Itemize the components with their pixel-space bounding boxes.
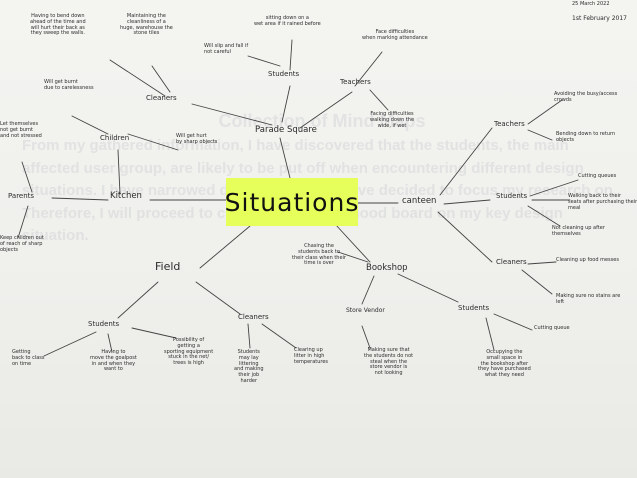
node-canteen: canteen xyxy=(402,196,437,206)
node-store-vendor: Store Vendor xyxy=(346,307,385,314)
note-students-walking-back: Walking back to their seats after purcha… xyxy=(568,193,637,211)
node-cleaners-field: Cleaners xyxy=(238,313,269,321)
note-children-hurt: Will get hurt by sharp objects xyxy=(176,133,218,145)
node-teachers-top: Teachers xyxy=(340,78,371,86)
node-children: Children xyxy=(100,134,130,142)
note-teachers-walking: Facing difficulties walking down the wid… xyxy=(370,111,415,129)
note-field-litter-heat: Clearing up litter in high temperatures xyxy=(294,347,329,365)
node-bookshop: Bookshop xyxy=(366,263,408,273)
note-children-burnt: Will get burnt due to carelessness xyxy=(44,79,94,91)
note-bookshop-cutting-queue: Cutting queue xyxy=(534,325,570,331)
note-field-back-to-class: Getting back to class on time xyxy=(12,349,45,367)
note-teachers-attendance: Face difficulties when marking attendanc… xyxy=(362,29,428,41)
note-parents-reach: Keep children out of reach of sharp obje… xyxy=(0,235,44,253)
node-students-top: Students xyxy=(268,70,300,78)
corner-date: 25 March 2022 xyxy=(572,1,610,7)
node-cleaners-top: Cleaners xyxy=(146,94,177,102)
note-bookshop-occupying: Occupying the small space in the booksho… xyxy=(478,349,531,378)
note-students-slip: Will slip and fall if not careful xyxy=(204,43,249,55)
note-teachers-avoid-crowds: Avoiding the busy/access crowds xyxy=(554,91,618,103)
node-kitchen: Kitchen xyxy=(110,191,142,201)
node-cleaners-right: Cleaners xyxy=(496,258,527,266)
central-topic: Situations xyxy=(225,178,358,226)
note-parents-burnt: Let themselves not get burnt and not str… xyxy=(0,121,42,139)
node-teachers-right: Teachers xyxy=(494,120,525,128)
node-students-right: Students xyxy=(496,192,528,200)
faded-title: Collection of Mind Maps xyxy=(218,111,426,131)
note-field-goalpost: Having to move the goalpost in and when … xyxy=(90,349,137,373)
node-parents: Parents xyxy=(8,192,35,200)
note-cleaners-food-messes: Cleaning up food messes xyxy=(556,257,619,263)
note-cleaners-stains: Making sure no stains are left xyxy=(556,293,621,305)
note-bookshop-chasing: Chasing the students back to their class… xyxy=(292,243,346,267)
note-students-cutting-queues: Cutting queues xyxy=(578,173,617,179)
note-cleaners-maintaining: Maintaining the cleanliness of a huge, w… xyxy=(120,13,173,37)
note-students-sitting: sitting down on a wet area if it rained … xyxy=(254,15,321,27)
note-field-equipment: Possibility of getting a sporting equipm… xyxy=(164,337,214,366)
node-students-bookshop: Students xyxy=(458,304,490,312)
note-field-littering: Students may lay littering and making th… xyxy=(234,349,264,384)
node-parade-square: Parade Square xyxy=(255,125,317,135)
note-students-not-cleaning: Not cleaning up after themselves xyxy=(552,225,605,237)
note-teachers-bending: Bending down to return objects xyxy=(556,131,616,143)
node-students-field: Students xyxy=(88,320,120,328)
sheet-date: 1st February 2017 xyxy=(572,15,627,22)
note-vendor-stealing: Making sure that the students do not ste… xyxy=(364,347,414,376)
note-cleaners-bending: Having to bend down ahead of the time an… xyxy=(30,13,86,37)
node-field: Field xyxy=(155,260,181,273)
